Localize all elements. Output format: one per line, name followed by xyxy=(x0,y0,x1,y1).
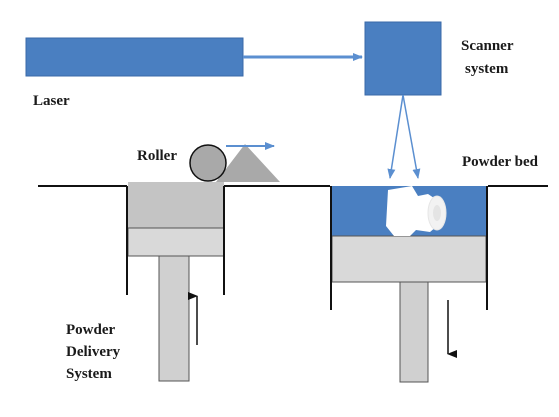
laser-label: Laser xyxy=(33,93,70,109)
build-platform xyxy=(331,235,487,283)
delivery-platform xyxy=(127,227,225,257)
printed-part xyxy=(386,186,447,236)
build-piston xyxy=(399,281,429,383)
scanner-label-line1: Scanner xyxy=(461,38,514,54)
scanner-beam-left xyxy=(387,94,404,179)
scanner-beam-right xyxy=(402,94,421,179)
scanner-box xyxy=(364,21,442,96)
delivery-label-line2: Delivery xyxy=(66,344,121,360)
laser-source xyxy=(25,37,244,77)
powder-heap xyxy=(216,144,280,182)
delivery-label-line1: Powder xyxy=(66,322,115,338)
scanner-label-line2: system xyxy=(465,61,509,77)
delivery-powder xyxy=(128,182,224,228)
roller xyxy=(189,144,227,182)
roller-label: Roller xyxy=(137,148,177,164)
powder-bed-label: Powder bed xyxy=(462,154,539,170)
delivery-label-line3: System xyxy=(66,366,112,382)
delivery-piston xyxy=(158,255,190,382)
